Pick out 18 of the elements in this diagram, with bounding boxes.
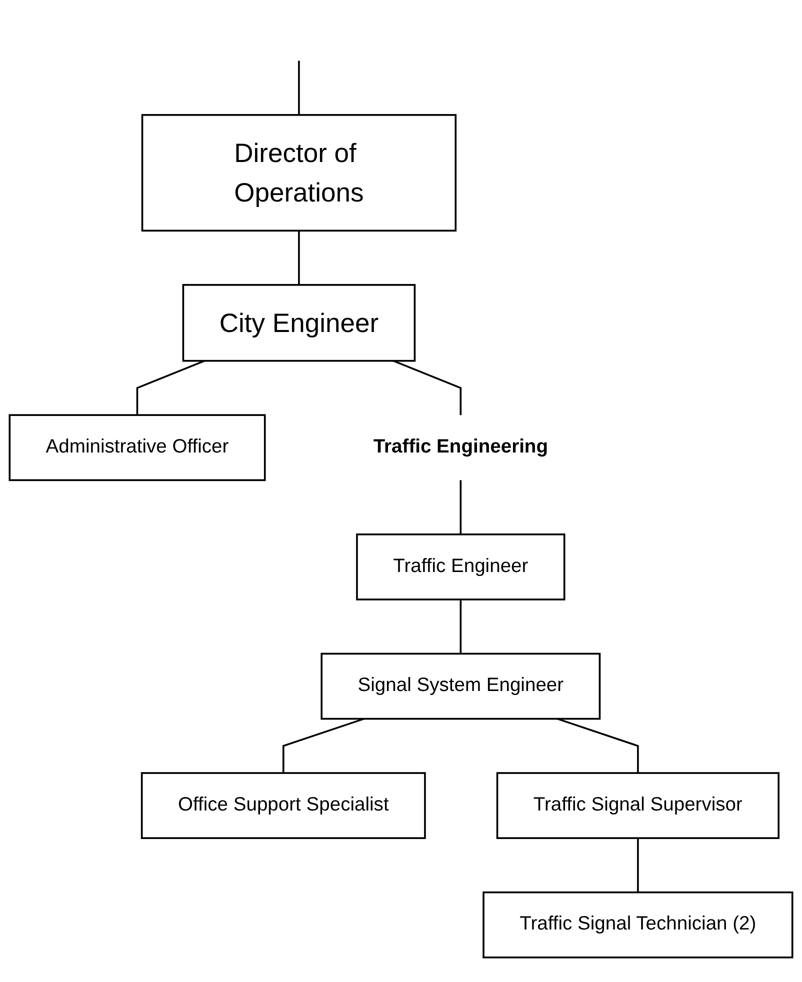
connector	[282, 718, 364, 774]
connector	[298, 230, 300, 285]
connector	[460, 480, 462, 534]
connector	[298, 60, 300, 115]
node-box: Traffic Signal Technician (2)	[482, 891, 794, 958]
connector	[460, 599, 462, 654]
node-box: Office Support Specialist	[140, 772, 426, 840]
node-box: Director of Operations	[141, 114, 457, 232]
node-box: City Engineer	[182, 284, 416, 362]
node-box: Traffic Signal Supervisor	[496, 772, 780, 840]
connector	[637, 838, 639, 892]
node-text: Traffic Engineering	[373, 436, 548, 458]
connector	[392, 360, 462, 416]
node-box: Signal System Engineer	[320, 652, 601, 720]
node-box: Administrative Officer	[8, 414, 266, 482]
node-box: Traffic Engineer	[356, 533, 566, 600]
connector	[557, 718, 639, 774]
connector	[136, 360, 205, 416]
